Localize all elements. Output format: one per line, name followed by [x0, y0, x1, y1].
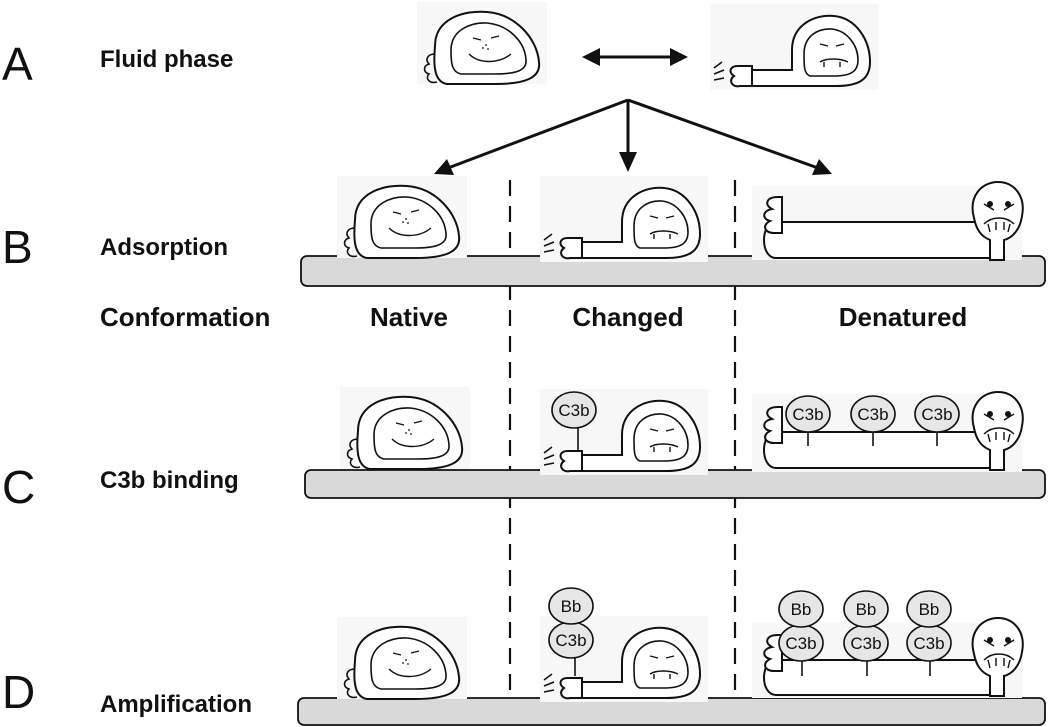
- amp-denatured-c3b-label-3: C3b: [913, 634, 944, 653]
- adsorbed-denatured-protein: [752, 181, 1024, 261]
- amp-changed-bb-label: Bb: [561, 597, 582, 616]
- amp-denatured-stack-3: Bb C3b: [906, 590, 952, 676]
- amp-denatured-stack-2: Bb C3b: [843, 590, 889, 676]
- col-denatured: Denatured: [839, 302, 968, 332]
- fluid-changed-protein: [709, 3, 879, 91]
- c3b-native-protein: [339, 386, 471, 470]
- panel-letter-a: A: [2, 38, 33, 90]
- surface-d: [297, 697, 1046, 726]
- amp-denatured-bb-label-3: Bb: [919, 600, 940, 619]
- c3b-changed-bubble: C3b: [551, 391, 597, 450]
- label-adsorption: Adsorption: [100, 234, 228, 261]
- amp-native-protein: [336, 616, 468, 700]
- c3b-denatured-label-3: C3b: [921, 405, 952, 424]
- amp-denatured-bb-label-1: Bb: [791, 600, 812, 619]
- panel-letter-c: C: [2, 461, 35, 513]
- col-native: Native: [370, 302, 448, 332]
- c3b-denatured-label-1: C3b: [792, 405, 823, 424]
- adsorbed-native-protein: [336, 175, 468, 259]
- amp-denatured-stack-1: Bb C3b: [778, 590, 824, 676]
- amp-denatured-bb-label-2: Bb: [856, 600, 877, 619]
- panel-letter-d: D: [2, 666, 35, 718]
- amp-denatured-c3b-label-1: C3b: [785, 634, 816, 653]
- label-fluid-phase: Fluid phase: [100, 46, 233, 73]
- c3b-denatured-bubble-3: C3b: [914, 395, 960, 446]
- amp-denatured-c3b-label-2: C3b: [850, 634, 881, 653]
- c3b-changed-label: C3b: [558, 401, 589, 420]
- amp-changed-c3b-label: C3b: [555, 631, 586, 650]
- c3b-denatured-label-2: C3b: [857, 405, 888, 424]
- panel-letter-b: B: [2, 221, 33, 273]
- fluid-native-protein: [416, 1, 548, 85]
- c3b-denatured-bubble-1: C3b: [785, 395, 831, 446]
- label-conformation: Conformation: [100, 302, 270, 332]
- amp-changed-stack: Bb C3b: [548, 587, 594, 676]
- adsorbed-changed-protein: [539, 175, 709, 263]
- adsorption-arrows: [434, 98, 832, 175]
- col-changed: Changed: [572, 302, 683, 332]
- equilibrium-arrow: [582, 48, 688, 66]
- label-amplification: Amplification: [100, 691, 252, 718]
- c3b-denatured-bubble-2: C3b: [850, 395, 896, 446]
- label-c3b-binding: C3b binding: [100, 467, 239, 494]
